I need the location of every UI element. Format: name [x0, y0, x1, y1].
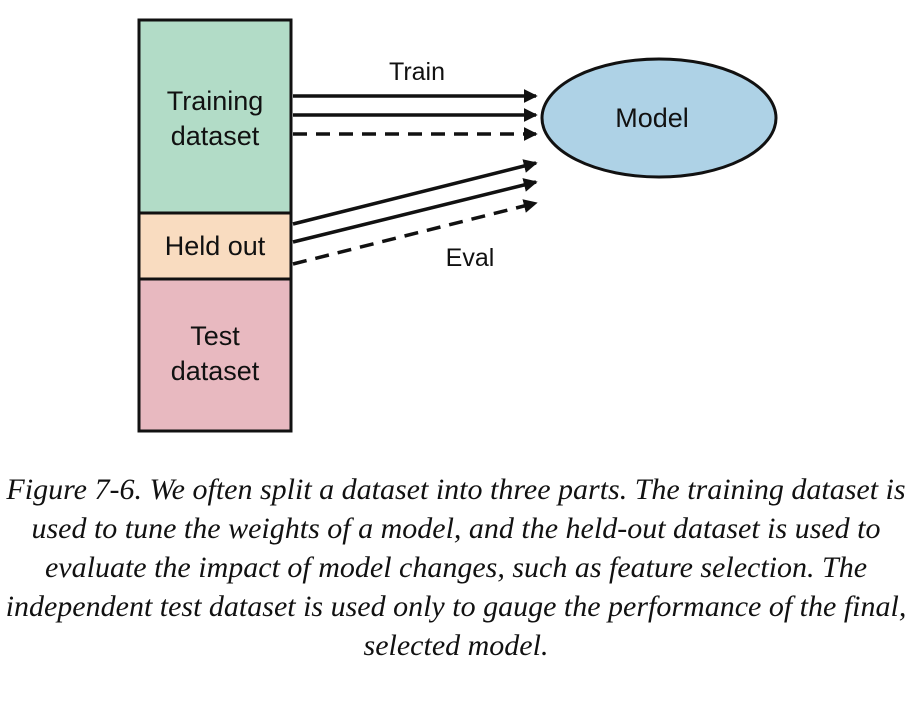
eval-arrow-2	[292, 178, 538, 244]
training-dataset-label-line-2: dataset	[171, 121, 260, 151]
test-dataset-label-line-1: Test	[190, 321, 240, 351]
model-label: Model	[615, 103, 689, 133]
test-dataset-label-line-2: dataset	[171, 356, 260, 386]
training-dataset-block	[137, 18, 293, 215]
held-out-label: Held out	[165, 231, 266, 261]
test-dataset-block	[137, 277, 293, 433]
figure-caption: Figure 7-6. We often split a dataset int…	[5, 473, 907, 662]
dataset-split-diagram: Training dataset Held out Test dataset M…	[137, 18, 778, 433]
training-dataset-label-line-1: Training	[167, 86, 264, 116]
eval-label: Eval	[446, 244, 495, 272]
eval-arrow-dashed	[292, 199, 538, 266]
model-node	[540, 57, 778, 179]
held-out-block	[137, 211, 293, 281]
eval-arrow-1	[292, 159, 538, 226]
train-label: Train	[389, 58, 445, 86]
